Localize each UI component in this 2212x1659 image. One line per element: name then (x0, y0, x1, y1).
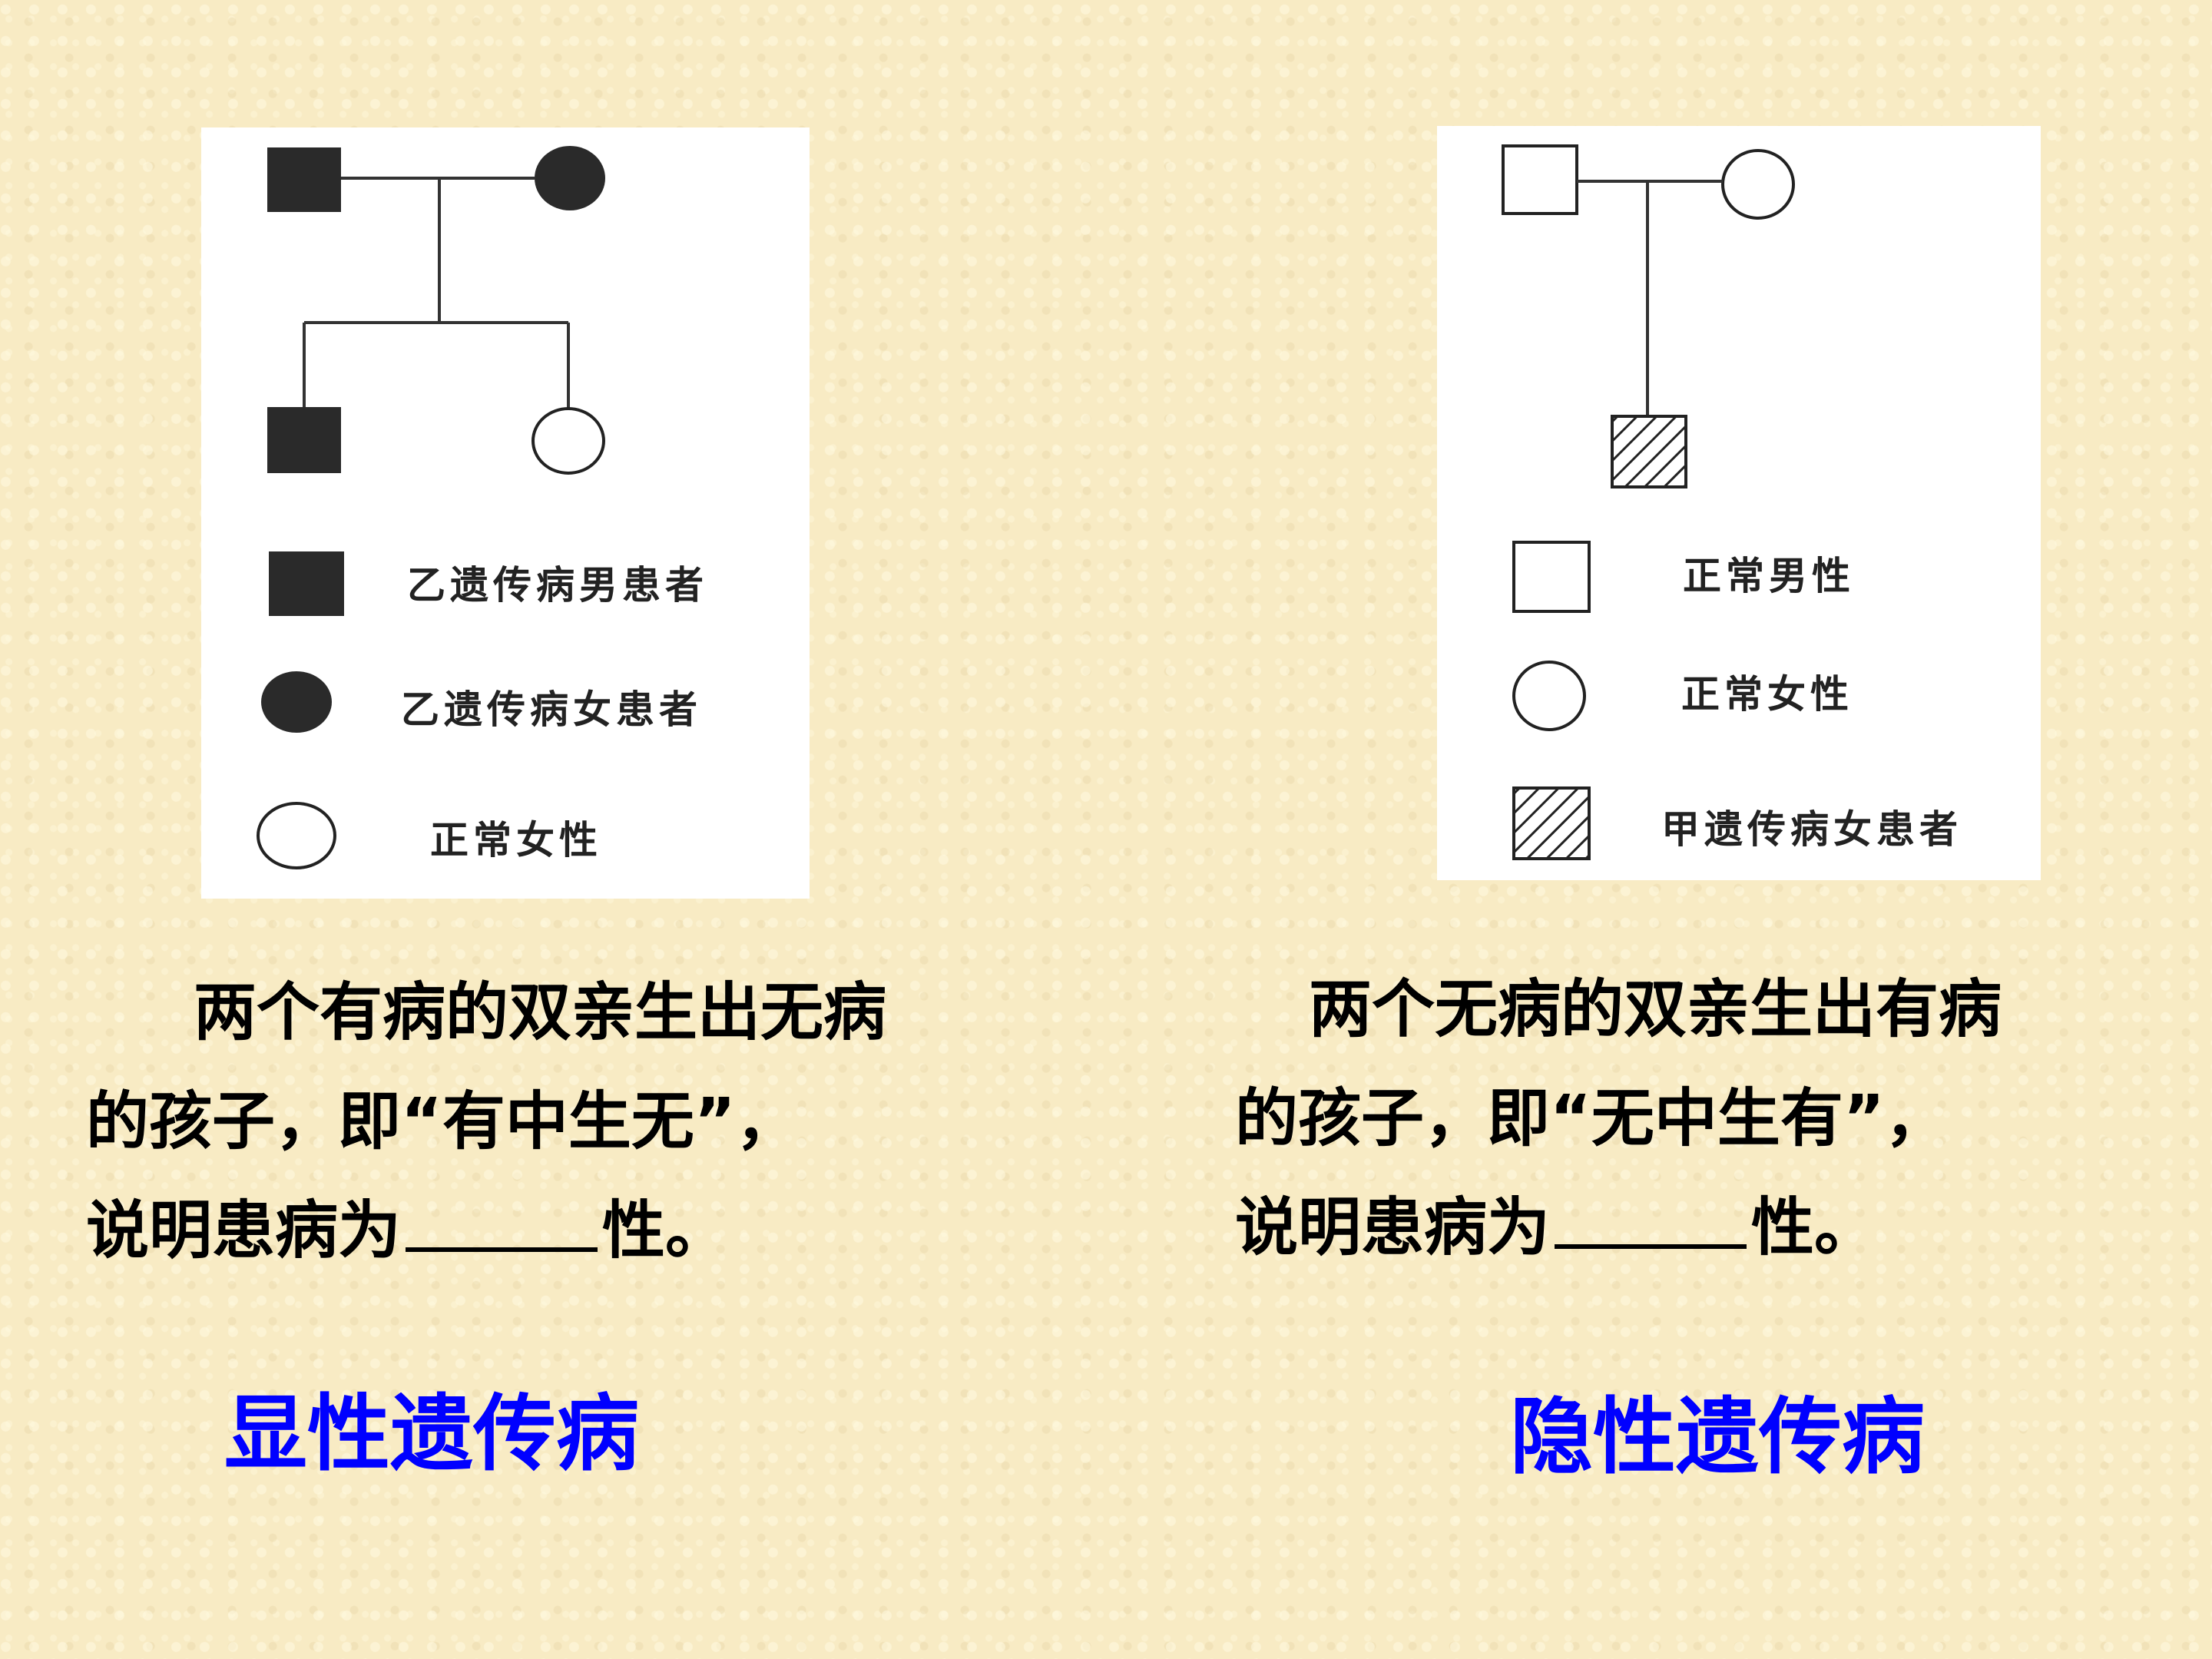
left-explanation: 两个有病的双亲生出无病 的孩子，即“有中生无”， 说明患病为 性。 (86, 959, 886, 1286)
left-explanation-line3: 说明患病为 性。 (86, 1177, 886, 1286)
legend-normal-female-label: 正常女性 (1681, 671, 1853, 717)
right-explanation-line3: 说明患病为 性。 (1235, 1174, 2002, 1283)
right-line3-prefix: 说明患病为 (1235, 1191, 1551, 1264)
mother-normal-symbol (1721, 149, 1795, 220)
legend-normal-female-label: 正常女性 (430, 817, 602, 863)
left-explanation-line2: 的孩子，即“有中生无”， (86, 1085, 799, 1158)
right-pedigree-diagram (1502, 144, 1795, 860)
right-explanation-line1: 两个无病的双亲生出有病 (1309, 973, 2002, 1046)
right-answer: 隐性遗传病 (1510, 1389, 1926, 1485)
left-pedigree-panel: 乙遗传病男患者 乙遗传病女患者 正常女性 (201, 127, 810, 899)
left-line3-suffix: 性。 (602, 1194, 729, 1267)
daughter-normal-symbol (531, 407, 605, 475)
child-affected-symbol (1611, 415, 1687, 488)
legend-female-patient-symbol (1512, 786, 1591, 860)
mother-affected-symbol (535, 146, 605, 210)
legend-female-patient-label: 乙遗传病女患者 (401, 687, 702, 732)
father-affected-symbol (267, 147, 341, 212)
legend-normal-male-label: 正常男性 (1683, 553, 1855, 598)
father-normal-symbol (1502, 144, 1578, 215)
left-answer: 显性遗传病 (224, 1386, 640, 1482)
son-affected-symbol (267, 407, 341, 473)
legend-female-patient-symbol (261, 671, 332, 733)
legend-male-patient-label: 乙遗传病男患者 (407, 562, 708, 608)
right-explanation-line2: 的孩子，即“无中生有”， (1235, 1082, 1948, 1155)
right-pedigree-panel: 正常男性 正常女性 甲遗传病女患者 (1437, 126, 2041, 880)
left-pedigree-diagram (257, 146, 605, 869)
right-answer-blank (1555, 1189, 1747, 1249)
left-answer-blank (406, 1192, 598, 1252)
right-explanation: 两个无病的双亲生出有病 的孩子，即“无中生有”， 说明患病为 性。 (1235, 955, 2002, 1283)
legend-normal-female-symbol (1512, 661, 1586, 731)
legend-male-patient-symbol (269, 551, 344, 616)
legend-normal-male-symbol (1512, 541, 1591, 613)
legend-female-patient-label: 甲遗传病女患者 (1661, 806, 1962, 852)
left-explanation-line1: 两个有病的双亲生出无病 (194, 976, 887, 1049)
legend-normal-female-symbol (257, 802, 336, 869)
right-line3-suffix: 性。 (1751, 1191, 1878, 1264)
left-line3-prefix: 说明患病为 (86, 1194, 402, 1267)
